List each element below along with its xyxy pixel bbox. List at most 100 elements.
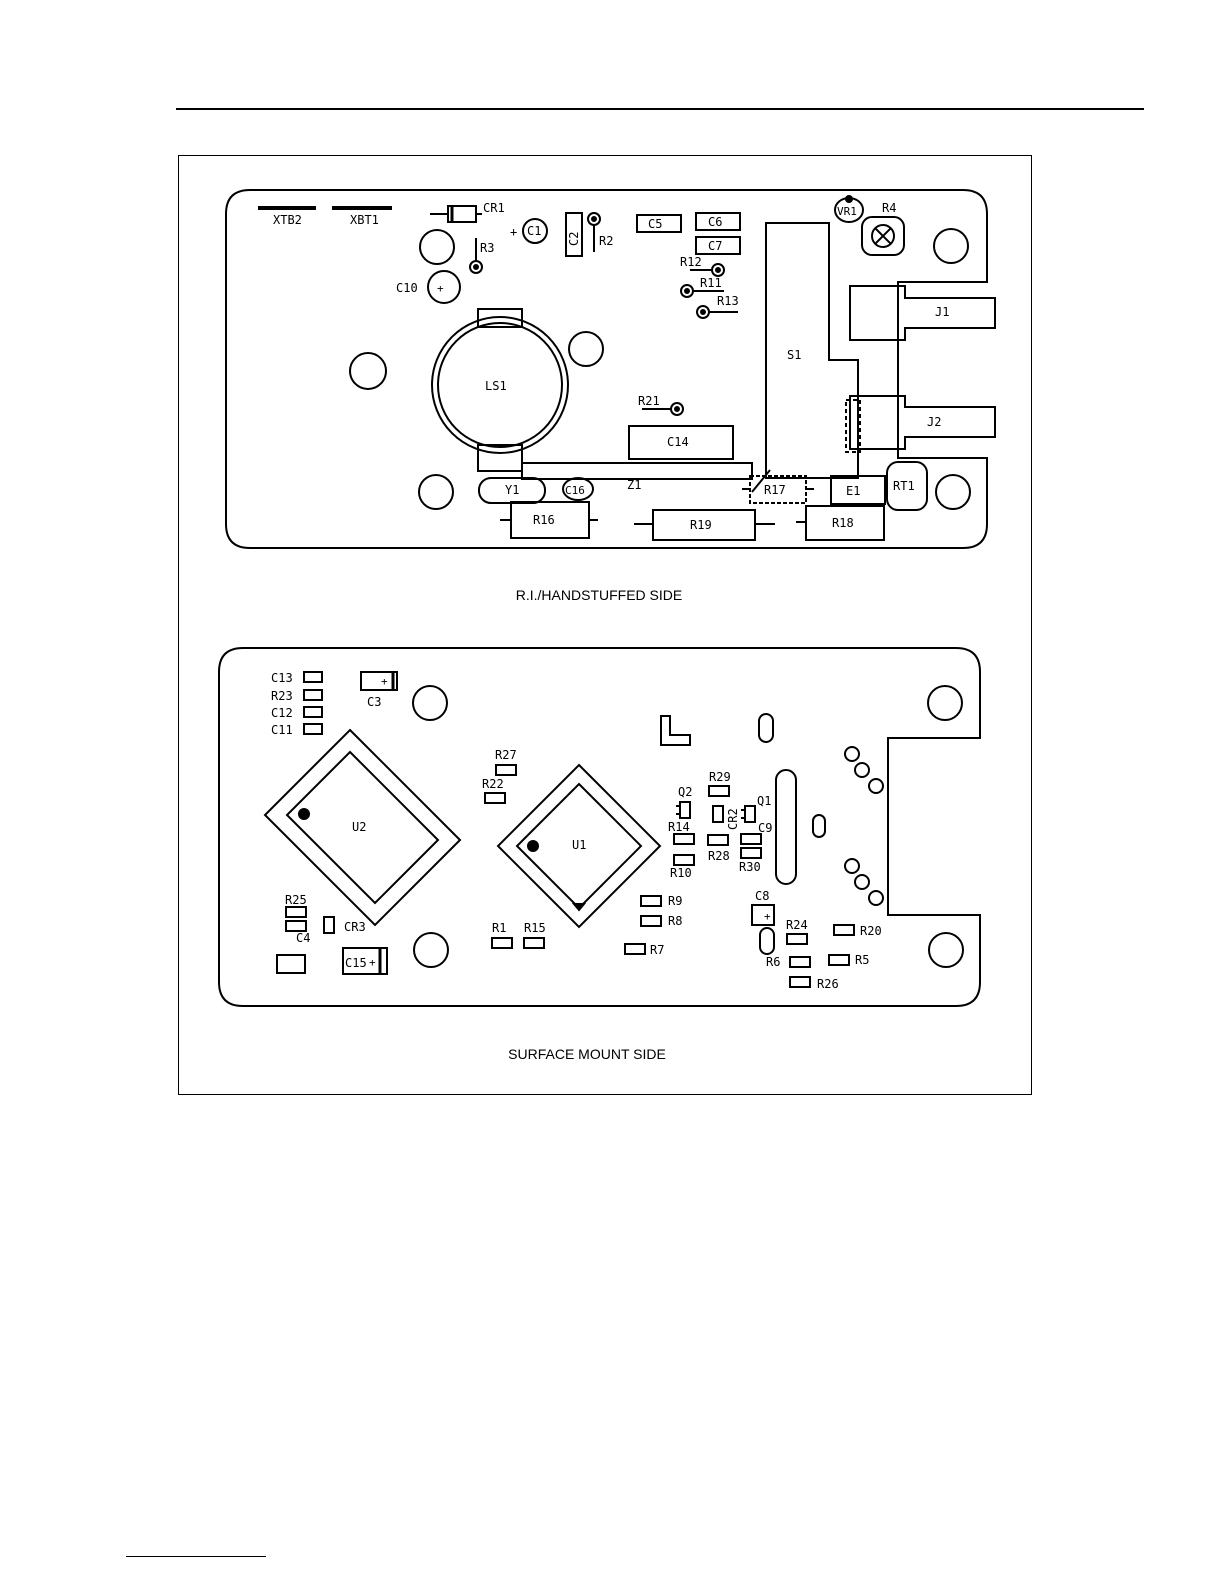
- r24-pad: [787, 934, 807, 944]
- mount-hole: [936, 475, 970, 509]
- r28-pad: [708, 835, 728, 845]
- label-r13: R13: [717, 294, 739, 308]
- r1-pad: [492, 938, 512, 948]
- label-r10: R10: [670, 866, 692, 880]
- label-r8: R8: [668, 914, 682, 928]
- label-r23: R23: [271, 689, 293, 703]
- label-r22: R22: [482, 777, 504, 791]
- r25-pad: [286, 907, 306, 917]
- label-r9: R9: [668, 894, 682, 908]
- cr3-diode: [324, 917, 334, 933]
- label-j1: J1: [935, 305, 949, 319]
- c12-pad: [304, 707, 322, 717]
- slot: [760, 928, 774, 954]
- r5-pad: [829, 955, 849, 965]
- plus-sign: +: [369, 956, 376, 969]
- label-c12: C12: [271, 706, 293, 720]
- label-vr1: VR1: [837, 205, 857, 218]
- r6-pad: [790, 957, 810, 967]
- q1-transistor: [745, 806, 755, 822]
- r8-pad: [641, 916, 661, 926]
- z1-component: [522, 463, 752, 479]
- label-c2: C2: [567, 232, 581, 246]
- l-slot: [661, 716, 690, 745]
- r15-pad: [524, 938, 544, 948]
- label-u2: U2: [352, 820, 366, 834]
- label-r18: R18: [832, 516, 854, 530]
- label-r7: R7: [650, 943, 664, 957]
- q2-transistor: [680, 802, 690, 818]
- label-c1: C1: [527, 224, 541, 238]
- label-r16: R16: [533, 513, 555, 527]
- mount-hole: [414, 933, 448, 967]
- r29-pad: [709, 786, 729, 796]
- r7-pad: [625, 944, 645, 954]
- label-r21: R21: [638, 394, 660, 408]
- r26-pad: [790, 977, 810, 987]
- label-c3: C3: [367, 695, 381, 709]
- label-c7: C7: [708, 239, 722, 253]
- label-j2: J2: [927, 415, 941, 429]
- label-r20: R20: [860, 924, 882, 938]
- label-xtb2: XTB2: [273, 213, 302, 227]
- label-r26: R26: [817, 977, 839, 991]
- j1-connector: [850, 286, 995, 340]
- label-q2: Q2: [678, 785, 692, 799]
- c10-capacitor: [428, 271, 460, 303]
- j2-connector: [850, 396, 995, 449]
- label-r2: R2: [599, 234, 613, 248]
- plus-sign: +: [764, 910, 771, 923]
- label-c8: C8: [755, 889, 769, 903]
- label-xbt1: XBT1: [350, 213, 379, 227]
- r14-pad: [674, 834, 694, 844]
- label-r14: R14: [668, 820, 690, 834]
- c8-capacitor: [752, 905, 774, 925]
- slot: [776, 770, 796, 884]
- mount-hole: [934, 229, 968, 263]
- plus-sign: +: [381, 675, 388, 688]
- r23-pad: [304, 690, 322, 700]
- label-r27: R27: [495, 748, 517, 762]
- label-c4: C4: [296, 931, 310, 945]
- pad: [277, 955, 305, 973]
- label-r11: R11: [700, 276, 722, 290]
- r30-pad: [741, 848, 761, 858]
- caption-handstuffed-side: R.I./HANDSTUFFED SIDE: [516, 587, 682, 603]
- label-r24: R24: [786, 918, 808, 932]
- label-r30: R30: [739, 860, 761, 874]
- c4-pad: [286, 921, 306, 931]
- label-c14: C14: [667, 435, 689, 449]
- label-r3: R3: [480, 241, 494, 255]
- c11-pad: [304, 724, 322, 734]
- caption-surface-mount-side: SURFACE MOUNT SIDE: [508, 1046, 666, 1062]
- r9-pad: [641, 896, 661, 906]
- label-cr1: CR1: [483, 201, 505, 215]
- mount-hole: [929, 933, 963, 967]
- label-ls1: LS1: [485, 379, 507, 393]
- c13-pad: [304, 672, 322, 682]
- label-r29: R29: [709, 770, 731, 784]
- plus-sign: +: [510, 225, 517, 239]
- label-s1: S1: [787, 348, 801, 362]
- label-e1: E1: [846, 484, 860, 498]
- label-cr3: CR3: [344, 920, 366, 934]
- slot: [813, 815, 825, 837]
- mount-hole: [419, 475, 453, 509]
- mount-hole: [569, 332, 603, 366]
- mount-hole: [350, 353, 386, 389]
- label-y1: Y1: [505, 483, 519, 497]
- label-c5: C5: [648, 217, 662, 231]
- label-c6: C6: [708, 215, 722, 229]
- label-c13: C13: [271, 671, 293, 685]
- label-r1: R1: [492, 921, 506, 935]
- r20-pad: [834, 925, 854, 935]
- s1-switch: [766, 223, 858, 478]
- label-r12: R12: [680, 255, 702, 269]
- label-r25: R25: [285, 893, 307, 907]
- c9-pad: [741, 834, 761, 844]
- label-cr2: CR2: [726, 808, 740, 830]
- label-r28: R28: [708, 849, 730, 863]
- cr2-diode: [713, 806, 723, 822]
- label-c11: C11: [271, 723, 293, 737]
- r10-pad: [674, 855, 694, 865]
